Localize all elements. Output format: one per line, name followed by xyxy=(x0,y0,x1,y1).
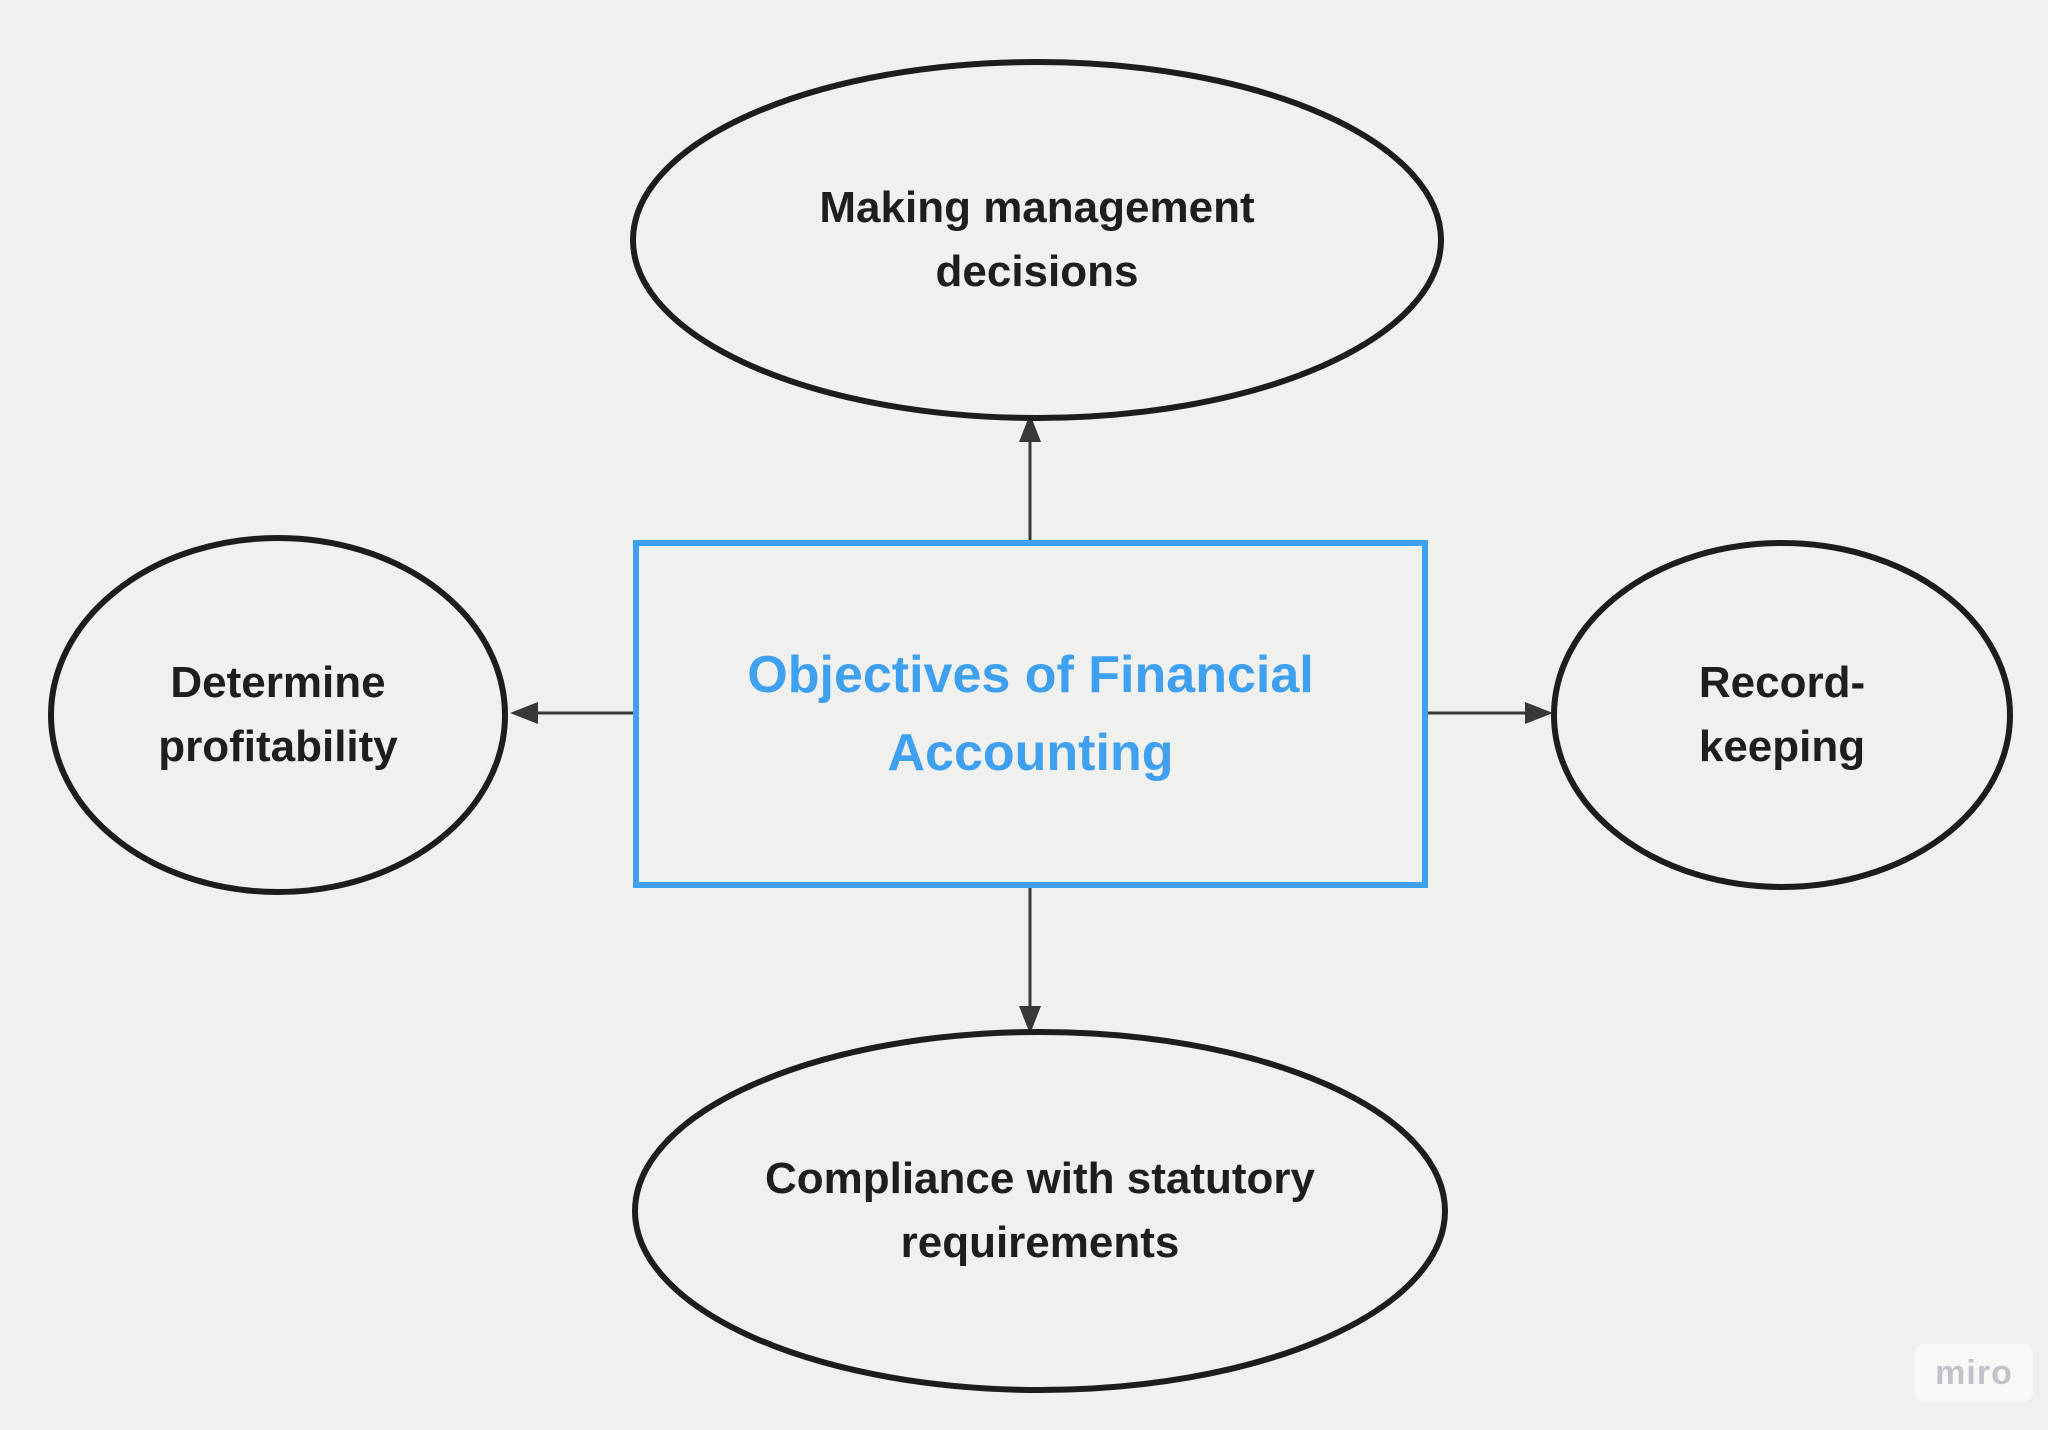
ellipse-compliance-statutory[interactable] xyxy=(632,1029,1448,1393)
node-label-text: Compliance with statutory requirements xyxy=(764,1154,1316,1267)
connector-center-to-top[interactable] xyxy=(1019,414,1041,540)
node-label-text: Determine profitability xyxy=(158,658,398,771)
node-label-text: Record-keeping xyxy=(1698,658,1866,771)
connector-center-to-bottom[interactable] xyxy=(1019,888,1041,1034)
ellipse-record-keeping[interactable] xyxy=(1551,540,2013,890)
node-label-text: Making management decisions xyxy=(819,183,1255,296)
miro-watermark-text: miro xyxy=(1935,1353,2013,1392)
node-label-determine-profitability[interactable]: Determine profitability xyxy=(51,538,505,892)
node-label-text: Objectives of Financial Accounting xyxy=(747,646,1314,782)
node-label-making-management-decisions[interactable]: Making management decisions xyxy=(633,62,1441,418)
connector-center-to-right[interactable] xyxy=(1428,702,1553,724)
ellipse-determine-profitability[interactable] xyxy=(48,535,508,895)
node-label-record-keeping[interactable]: Record-keeping xyxy=(1554,543,2010,887)
miro-watermark-badge: miro xyxy=(1915,1344,2033,1402)
center-rectangle-objectives[interactable] xyxy=(633,540,1428,888)
node-label-compliance-statutory[interactable]: Compliance with statutory requirements xyxy=(635,1032,1445,1390)
connector-center-to-left[interactable] xyxy=(510,702,633,724)
node-label-objectives-of-financial-accounting[interactable]: Objectives of Financial Accounting xyxy=(636,543,1425,885)
ellipse-making-management-decisions[interactable] xyxy=(630,59,1444,421)
